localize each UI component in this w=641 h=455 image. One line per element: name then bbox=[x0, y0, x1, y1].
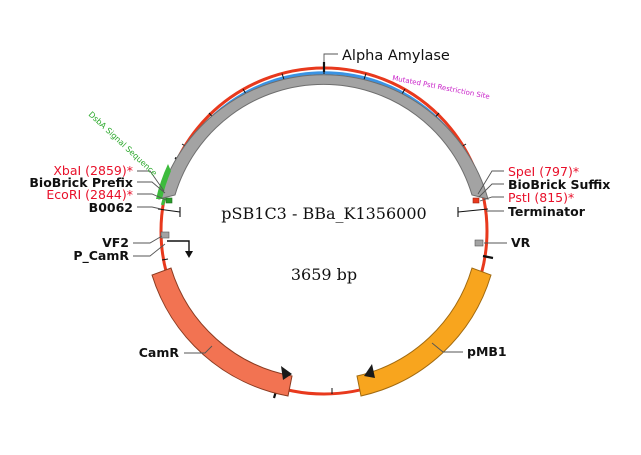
terminator-label: Terminator bbox=[508, 204, 586, 219]
vf2-label: VF2 bbox=[102, 235, 129, 250]
prefix-site-box bbox=[165, 197, 173, 204]
vr-site-box bbox=[474, 239, 484, 247]
p-camr-label: P_CamR bbox=[73, 248, 129, 264]
biobrick-prefix-label: BioBrick Prefix bbox=[29, 175, 133, 190]
b0062-label: B0062 bbox=[89, 200, 133, 215]
alpha-amylase-label: Alpha Amylase bbox=[342, 48, 450, 64]
camr-arrowhead bbox=[281, 366, 292, 380]
camr-label: CamR bbox=[139, 345, 180, 360]
ecori-label: EcoRI (2844)* bbox=[46, 187, 133, 202]
leader-lines bbox=[133, 53, 507, 354]
vf2-site-box bbox=[160, 231, 170, 239]
alpha-amylase-feature bbox=[158, 74, 489, 200]
plasmid-name: pSB1C3 - BBa_K1356000 bbox=[221, 204, 426, 223]
plasmid-length: 3659 bp bbox=[291, 265, 357, 284]
psti-label: PstI (815)* bbox=[508, 190, 574, 205]
pmb1-label: pMB1 bbox=[467, 344, 507, 359]
pmb1-arrowhead bbox=[364, 364, 375, 378]
terminator-mark bbox=[457, 207, 489, 217]
biobrick-suffix-label: BioBrick Suffix bbox=[508, 177, 610, 192]
pmb1-feature bbox=[356, 267, 492, 397]
vr-label: VR bbox=[511, 235, 531, 250]
p-camr-promoter-arrow bbox=[167, 240, 190, 254]
spei-label: SpeI (797)* bbox=[508, 164, 579, 179]
b0062-terminator-mark bbox=[157, 207, 181, 217]
dsba-feature bbox=[156, 164, 171, 199]
camr-feature bbox=[151, 267, 293, 397]
suffix-site-box bbox=[472, 197, 480, 204]
xbai-label: XbaI (2859)* bbox=[53, 163, 133, 178]
p-camr-promoter-arrowhead bbox=[185, 251, 193, 258]
